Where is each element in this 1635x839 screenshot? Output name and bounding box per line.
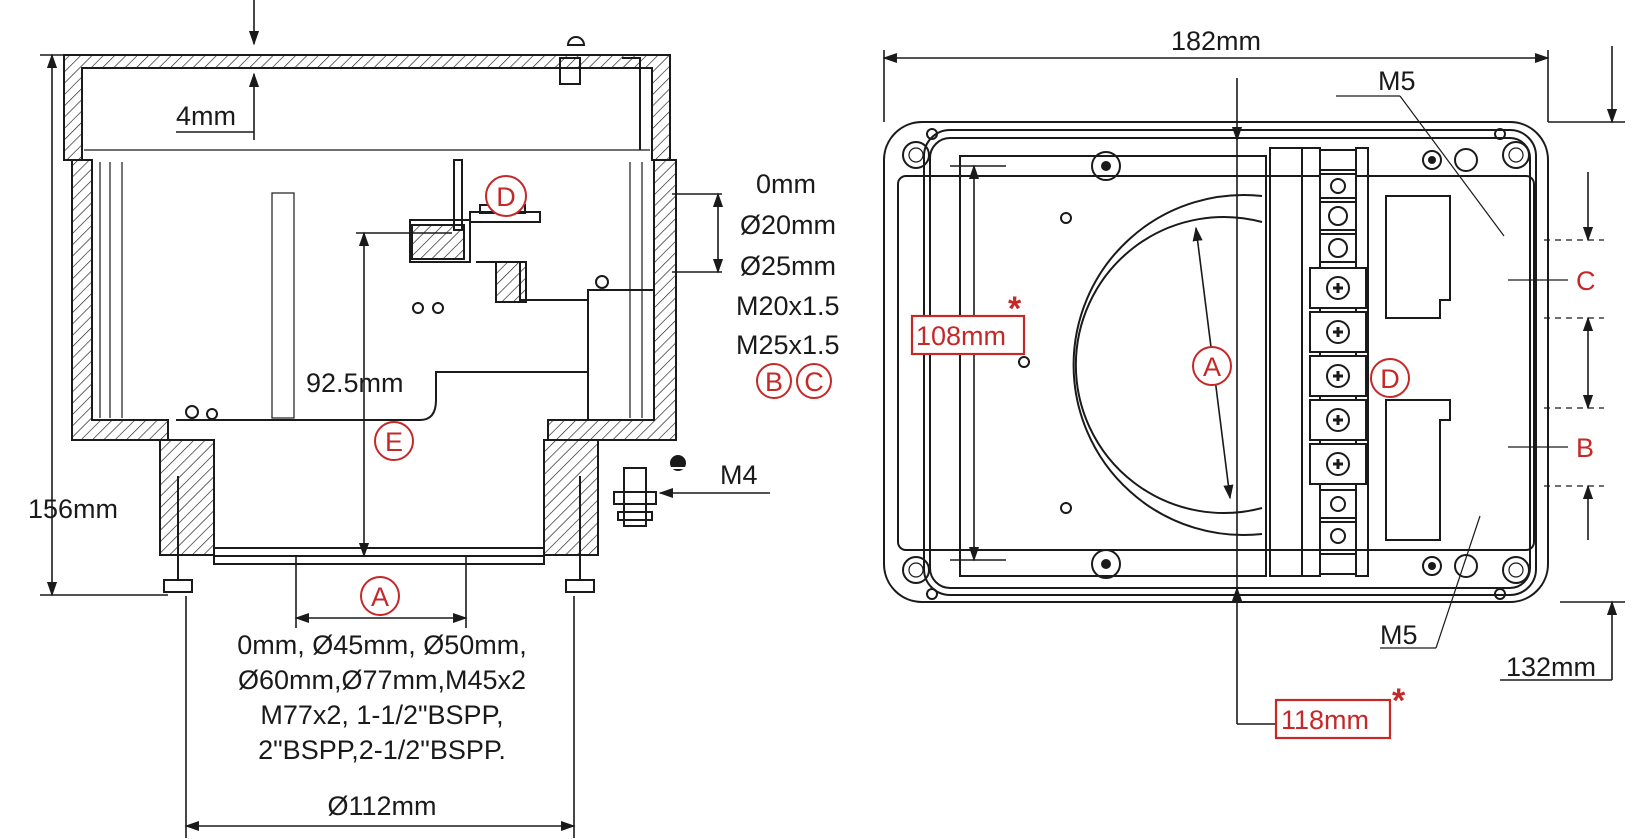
lid-stud (559, 57, 581, 85)
din-rail (1269, 147, 1303, 577)
bottom-entry-line-1: Ø60mm,Ø77mm,M45x2 (238, 665, 526, 695)
base-diameter-label: Ø112mm (327, 791, 436, 821)
overall-height-label: 156mm (28, 494, 118, 524)
corner-holes (902, 128, 1530, 600)
overall-depth-label: 132mm (1506, 652, 1596, 682)
inner-floor (176, 261, 589, 421)
top-marker-a: A (1203, 352, 1221, 382)
earth-screw (623, 467, 647, 527)
body-left-wall (71, 159, 169, 441)
side-marker-e: E (385, 427, 403, 457)
top-entry-size-3: M20x1.5 (736, 291, 840, 321)
top-marker-c: C (1576, 266, 1596, 296)
m5-bottom-label: M5 (1380, 620, 1418, 650)
inner-width-asterisk: * (1392, 682, 1406, 720)
top-entry-label-c: C (804, 367, 824, 397)
top-entry-size-4: M25x1.5 (736, 330, 840, 360)
side-marker-d: D (496, 182, 516, 212)
wall-thickness-label: 4mm (176, 101, 236, 131)
side-section-view: 4mm 156mm 92.5mm 0mm Ø20mm Ø25mm M20x1.5… (28, 0, 840, 838)
neck-right (543, 439, 599, 556)
top-entry-size-0: 0mm (756, 169, 816, 199)
top-plan-view: A D (882, 26, 1625, 740)
inner-width-box (1274, 698, 1392, 740)
bottom-entry-line-0: 0mm, Ø45mm, Ø50mm, (237, 630, 527, 660)
neck-left (159, 439, 215, 556)
bottom-entry-line-3: 2"BSPP,2-1/2"BSPP. (258, 735, 506, 765)
overall-width-label: 182mm (1171, 26, 1261, 56)
inner-depth-label: 108mm (916, 321, 1006, 351)
inner-depth-box (910, 314, 1026, 356)
housing-outline (883, 121, 1549, 603)
inner-height-label: 92.5mm (306, 368, 404, 398)
top-entry-label-b: B (765, 367, 783, 397)
side-marker-a: A (371, 582, 389, 612)
top-marker-b: B (1576, 433, 1594, 463)
top-marker-d: D (1380, 364, 1400, 394)
earth-screw-label: M4 (720, 460, 758, 490)
m5-top-label: M5 (1378, 66, 1416, 96)
inner-width-label: 118mm (1281, 705, 1369, 735)
top-entry-size-1: Ø20mm (740, 210, 836, 240)
top-entry-size-2: Ø25mm (740, 251, 836, 281)
bottom-entry-line-2: M77x2, 1-1/2"BSPP, (260, 700, 503, 730)
terminal-block (1309, 149, 1367, 575)
inner-depth-asterisk: * (1008, 290, 1022, 328)
